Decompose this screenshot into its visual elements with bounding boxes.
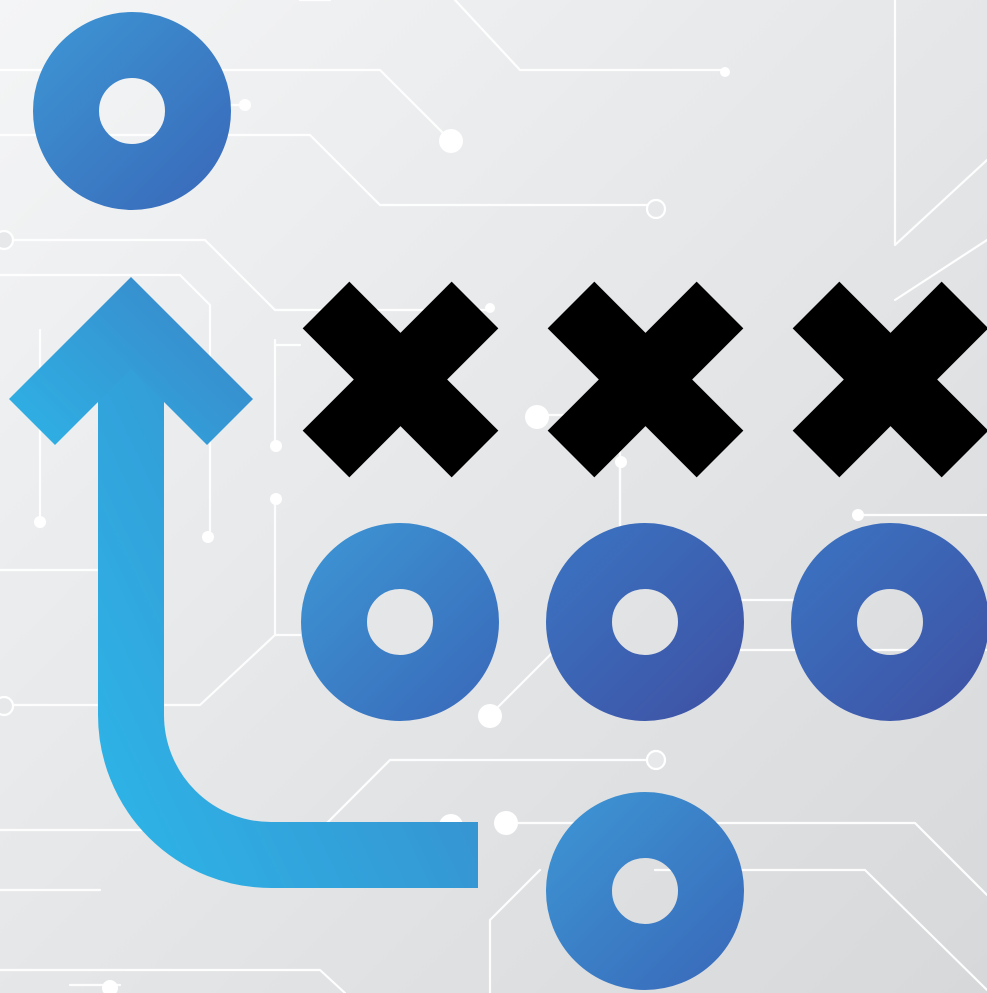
- o-marker-icon: [33, 12, 231, 210]
- o-markers: [33, 12, 987, 990]
- o-marker-icon: [546, 523, 744, 721]
- o-marker-icon: [301, 523, 499, 721]
- o-marker-icon: [791, 523, 987, 721]
- x-marker-icon: [792, 281, 987, 478]
- x-marker-icon: [547, 281, 744, 478]
- x-markers: [302, 281, 987, 478]
- x-marker-icon: [302, 281, 499, 478]
- circuit-hollow-nodes: [0, 198, 667, 771]
- o-marker-icon: [546, 792, 744, 990]
- arrow-icon: [9, 277, 478, 888]
